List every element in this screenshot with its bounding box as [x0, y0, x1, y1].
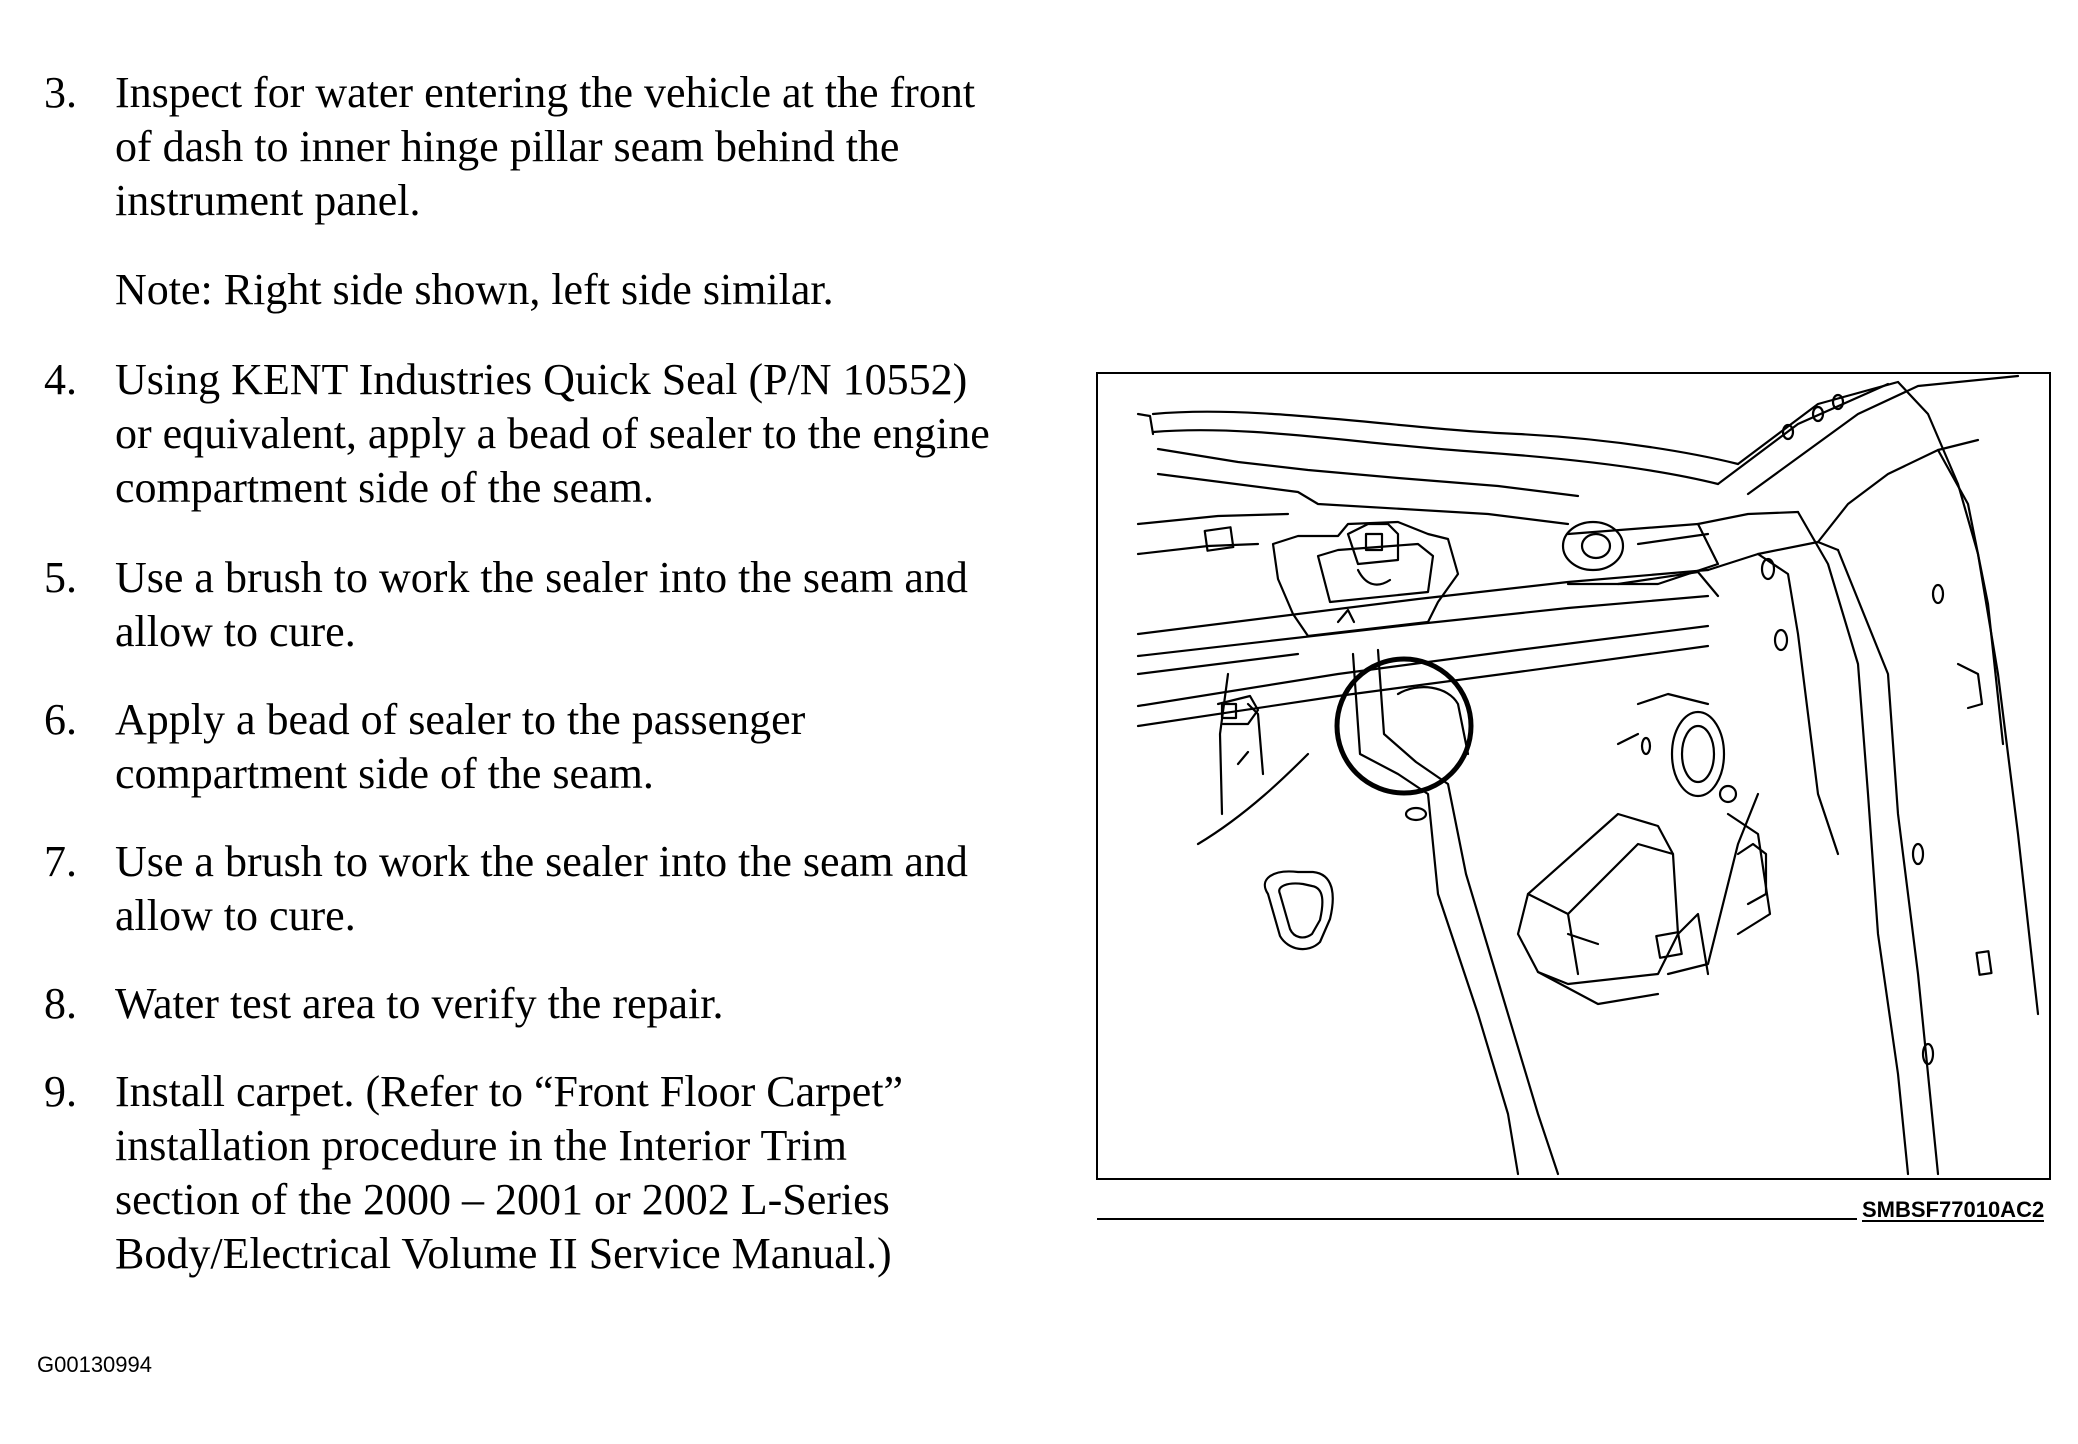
document-id: G00130994	[37, 1352, 152, 1377]
step-number: 4.	[44, 355, 77, 404]
step-text: Use a brush to work the sealer into the …	[115, 837, 968, 940]
step-number: 3.	[44, 68, 77, 117]
note-text: Note: Right side shown, left side simila…	[115, 265, 834, 314]
step-text: Use a brush to work the sealer into the …	[115, 553, 968, 656]
step-text: Inspect for water entering the vehicle a…	[115, 68, 976, 225]
figure-code: SMBSF77010AC2	[1862, 1197, 2045, 1222]
step-text: Using KENT Industries Quick Seal (P/N 10…	[115, 355, 990, 512]
step-number: 9.	[44, 1067, 77, 1116]
step-text: Install carpet. (Refer to “Front Floor C…	[115, 1067, 904, 1278]
step-text: Apply a bead of sealer to the passenger …	[115, 695, 806, 798]
caption-rule	[1097, 1218, 1857, 1220]
figure-illustration	[1096, 372, 2051, 1180]
step-text: Water test area to verify the repair.	[115, 979, 724, 1028]
step-number: 5.	[44, 553, 77, 602]
step-number: 8.	[44, 979, 77, 1028]
dash-hinge-pillar-drawing	[1136, 374, 2040, 1176]
step-number: 6.	[44, 695, 77, 744]
step-number: 7.	[44, 837, 77, 886]
